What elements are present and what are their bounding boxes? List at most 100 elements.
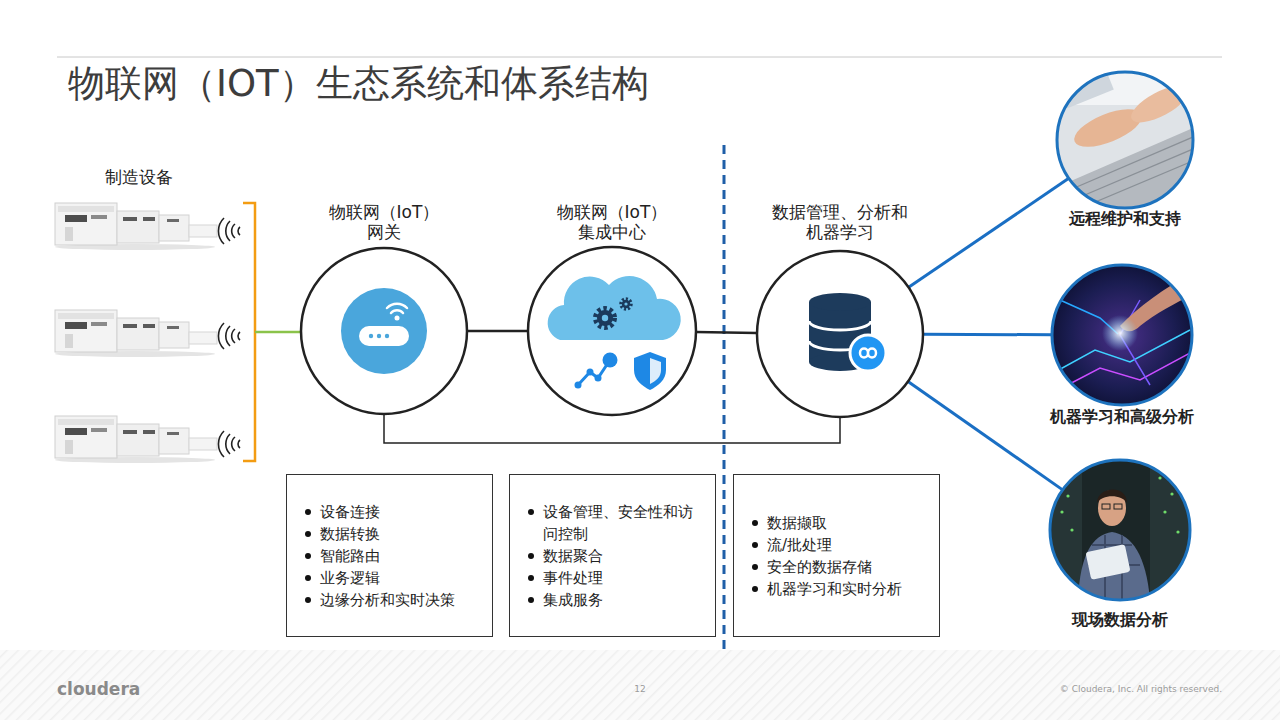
circle-outline bbox=[1052, 265, 1192, 405]
node-heading: 物联网（IoT） 集成中心 bbox=[551, 202, 673, 242]
bullet-dot bbox=[305, 553, 311, 559]
brand-logo: cloudera bbox=[57, 679, 140, 699]
node-heading: 机器学习和高级分析 bbox=[1037, 407, 1207, 427]
heading-group: 远程维护和支持 bbox=[1045, 209, 1205, 229]
device-link bbox=[255, 331, 301, 334]
router-icon bbox=[341, 288, 427, 374]
bullet-text: 数据转换 bbox=[320, 523, 480, 545]
circle-outline bbox=[757, 251, 923, 417]
component-circle: 远程维护和支持 bbox=[1045, 70, 1205, 232]
copyright-note: © Cloudera, Inc. All rights reserved. bbox=[1060, 684, 1222, 694]
circle-outline bbox=[301, 248, 467, 414]
circle-outline bbox=[528, 247, 696, 415]
connector-line bbox=[909, 178, 1069, 287]
heading-group: 物联网（IoT） 集成中心 bbox=[551, 202, 673, 242]
bullet-item: 设备管理、安全性和访 问控制 bbox=[510, 501, 715, 545]
database-icon bbox=[809, 293, 886, 371]
connector-line bbox=[923, 333, 1052, 336]
node-heading: 远程维护和支持 bbox=[1045, 209, 1205, 229]
bullet-text: 事件处理 bbox=[543, 567, 703, 589]
component-circle: 物联网（IoT） 集成中心 bbox=[524, 198, 700, 420]
bullet-dot bbox=[752, 586, 758, 592]
bullet-list: 设备管理、安全性和访 问控制数据聚合事件处理集成服务 bbox=[510, 475, 715, 611]
bullet-text: 设备管理、安全性和访 问控制 bbox=[543, 501, 703, 545]
bullet-text: 流/批处理 bbox=[767, 534, 927, 556]
bullet-item: 安全的数据存储 bbox=[734, 556, 939, 578]
node-heading: 现场数据分析 bbox=[1035, 610, 1205, 630]
bullet-text: 集成服务 bbox=[543, 589, 703, 611]
bullet-item: 智能路由 bbox=[287, 545, 492, 567]
bullet-dot bbox=[528, 575, 534, 581]
feature-box: 数据撷取流/批处理安全的数据存储机器学习和实时分析 bbox=[733, 474, 940, 637]
divider-line bbox=[723, 145, 726, 652]
bullet-item: 边缘分析和实时决策 bbox=[287, 589, 492, 611]
signal-icon bbox=[218, 218, 240, 244]
component-circle: 机器学习和高级分析 bbox=[1037, 263, 1207, 433]
connector-line bbox=[384, 414, 840, 443]
photo-remote bbox=[1050, 62, 1200, 215]
bullet-dot bbox=[752, 564, 758, 570]
bullet-item: 事件处理 bbox=[510, 567, 715, 589]
bullet-dot bbox=[528, 597, 534, 603]
connector-line bbox=[696, 331, 757, 334]
circle-outline bbox=[1057, 72, 1193, 208]
bullet-text: 数据撷取 bbox=[767, 512, 927, 534]
heading-group: 数据管理、分析和 机器学习 bbox=[768, 202, 913, 242]
diagram-title: 物联网（IOT）生态系统和体系结构 bbox=[68, 60, 649, 108]
bullet-dot bbox=[528, 509, 534, 515]
feature-box: 设备管理、安全性和访 问控制数据聚合事件处理集成服务 bbox=[509, 474, 716, 637]
bullet-dot bbox=[752, 542, 758, 548]
signal-icon bbox=[218, 431, 240, 457]
photo-field bbox=[1048, 458, 1193, 603]
bullet-text: 安全的数据存储 bbox=[767, 556, 927, 578]
bullet-dot bbox=[305, 575, 311, 581]
connector-line bbox=[467, 330, 528, 333]
bullet-dot bbox=[305, 509, 311, 515]
node-heading: 物联网（IoT） 网关 bbox=[323, 202, 445, 242]
bullet-text: 机器学习和实时分析 bbox=[767, 578, 927, 600]
group-label: 制造设备 bbox=[105, 166, 173, 189]
bullet-dot bbox=[305, 597, 311, 603]
bullet-text: 边缘分析和实时决策 bbox=[320, 589, 480, 611]
bullet-text: 设备连接 bbox=[320, 501, 480, 523]
circle-outline-layer bbox=[1045, 70, 1205, 232]
photo-ml bbox=[1050, 263, 1205, 408]
circle-outline bbox=[1050, 460, 1190, 600]
device-bracket bbox=[243, 203, 255, 461]
bullet-text: 智能路由 bbox=[320, 545, 480, 567]
bullet-list: 数据撷取流/批处理安全的数据存储机器学习和实时分析 bbox=[734, 475, 939, 600]
bullet-list: 设备连接数据转换智能路由业务逻辑边缘分析和实时决策 bbox=[287, 475, 492, 611]
heading-group: 现场数据分析 bbox=[1035, 610, 1205, 630]
bullet-item: 数据转换 bbox=[287, 523, 492, 545]
bullet-item: 机器学习和实时分析 bbox=[734, 578, 939, 600]
top-rule bbox=[57, 57, 1222, 58]
bullet-item: 数据撷取 bbox=[734, 512, 939, 534]
component-circle: 物联网（IoT） 网关 bbox=[296, 198, 472, 420]
heading-group: 物联网（IoT） 网关 bbox=[323, 202, 445, 242]
page-number: 12 bbox=[634, 684, 645, 694]
machine-icon bbox=[55, 203, 217, 250]
bullet-dot bbox=[528, 553, 534, 559]
signal-icon bbox=[218, 323, 240, 349]
bullet-item: 设备连接 bbox=[287, 501, 492, 523]
bullet-text: 数据聚合 bbox=[543, 545, 703, 567]
bullet-item: 业务逻辑 bbox=[287, 567, 492, 589]
heading-group: 机器学习和高级分析 bbox=[1037, 407, 1207, 427]
machine-icon bbox=[55, 310, 217, 357]
bullet-text: 业务逻辑 bbox=[320, 567, 480, 589]
cloud-hub-icon bbox=[548, 276, 681, 390]
machine-icon bbox=[55, 416, 217, 463]
component-circle: 数据管理、分析和 机器学习 bbox=[752, 198, 928, 420]
node-heading: 数据管理、分析和 机器学习 bbox=[768, 202, 913, 242]
circle-outline-layer bbox=[1035, 458, 1205, 632]
feature-box: 设备连接数据转换智能路由业务逻辑边缘分析和实时决策 bbox=[286, 474, 493, 637]
bullet-item: 流/批处理 bbox=[734, 534, 939, 556]
bullet-dot bbox=[752, 520, 758, 526]
footer-band bbox=[0, 650, 1280, 720]
component-circle: 现场数据分析 bbox=[1035, 458, 1205, 632]
bullet-item: 集成服务 bbox=[510, 589, 715, 611]
bullet-item: 数据聚合 bbox=[510, 545, 715, 567]
bullet-dot bbox=[305, 531, 311, 537]
machine-icons bbox=[55, 203, 240, 463]
